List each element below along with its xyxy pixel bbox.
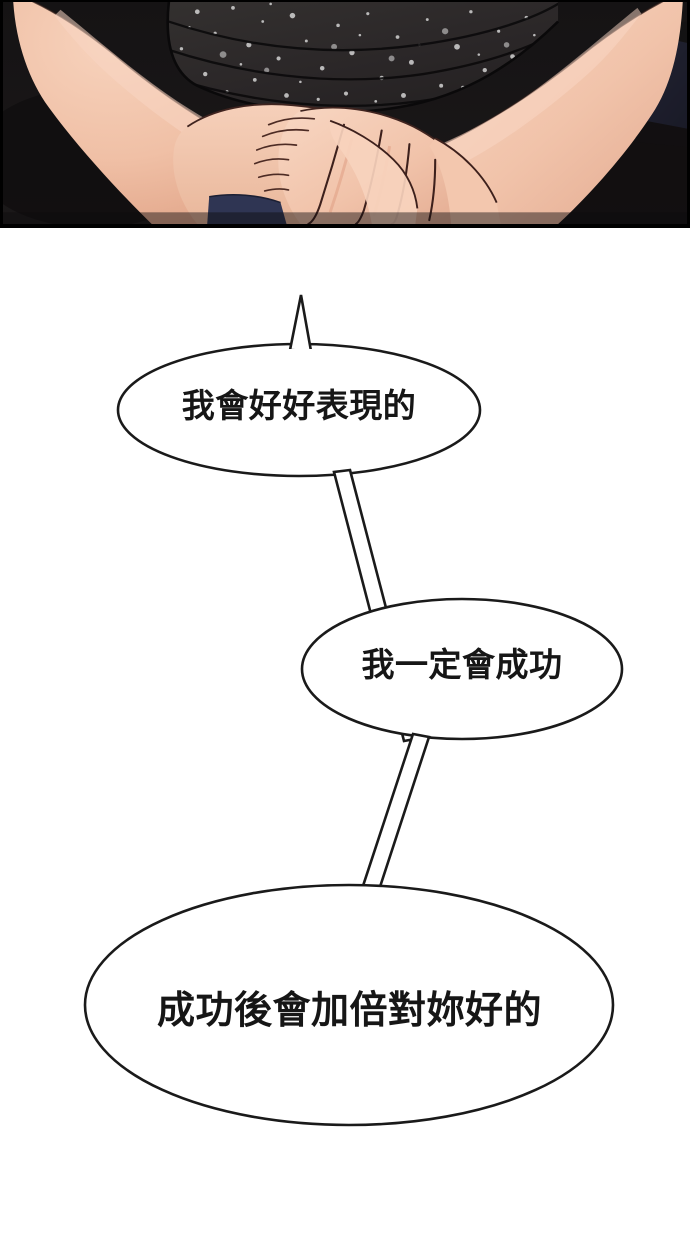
bubble-1-text: 我會好好表現的 bbox=[181, 386, 417, 425]
bubble-2-text: 我一定會成功 bbox=[361, 645, 563, 684]
bubble-1-shape bbox=[116, 294, 482, 478]
bubble-2-shape bbox=[300, 597, 624, 741]
bubble-link-2-3 bbox=[360, 732, 431, 895]
comic-art-panel bbox=[0, 0, 690, 228]
bubble-3-shape bbox=[83, 883, 615, 1127]
bubble-link-1-2 bbox=[332, 468, 422, 743]
clasped-hands-illustration bbox=[3, 2, 687, 224]
bubble-3-text: 成功後會加倍對妳好的 bbox=[156, 988, 542, 1032]
